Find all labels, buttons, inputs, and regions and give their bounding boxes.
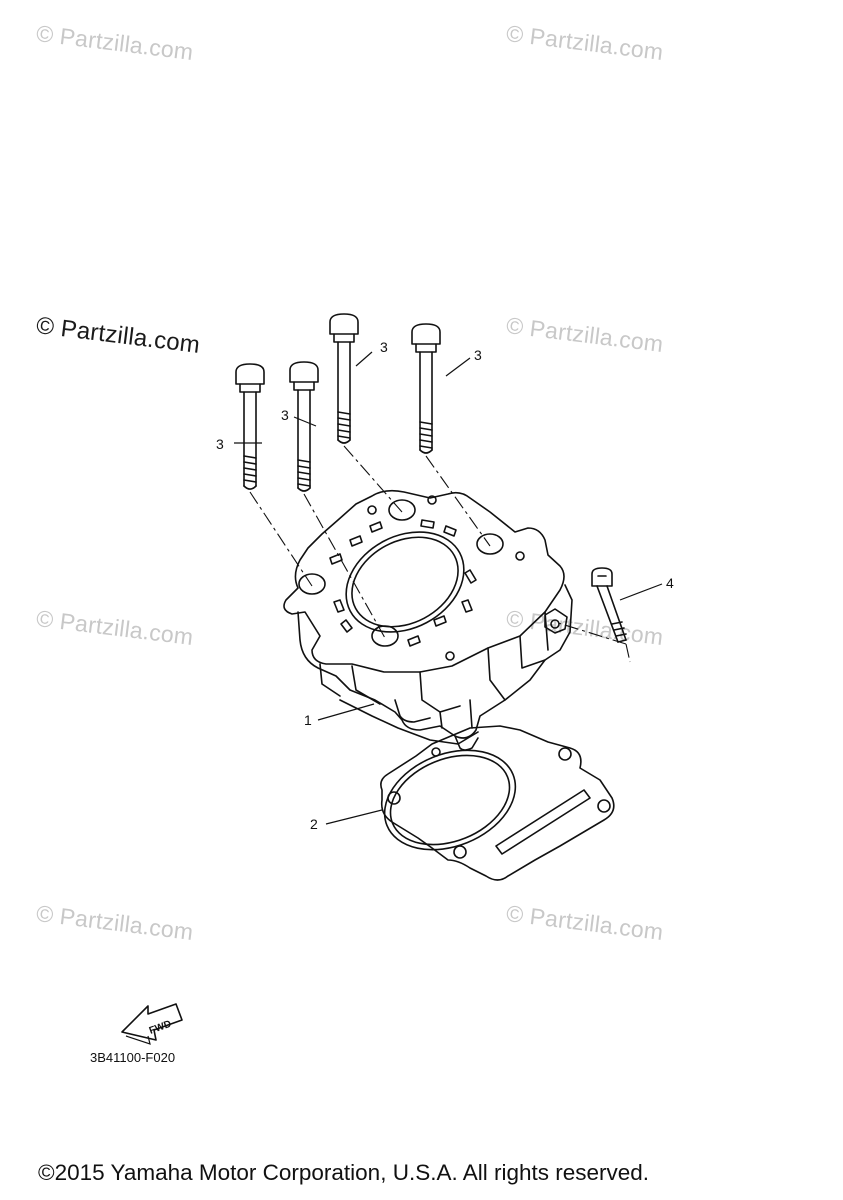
callout-3: 3	[216, 436, 224, 452]
stud-bolt-3	[329, 313, 359, 444]
copyright-text: ©2015 Yamaha Motor Corporation, U.S.A. A…	[38, 1160, 650, 1185]
bolt-part	[591, 567, 627, 643]
callout-3: 3	[474, 347, 482, 363]
callout-4: 4	[666, 575, 674, 591]
stud-bolt-1	[235, 363, 265, 490]
callout-3: 3	[281, 407, 289, 423]
stud-bolt-2	[289, 361, 319, 492]
alignment-lines	[249, 445, 631, 663]
gasket-part	[380, 725, 615, 881]
fwd-arrow-icon: FWD	[121, 1003, 183, 1045]
callout-3: 3	[380, 339, 388, 355]
leader-lines	[234, 351, 663, 825]
cylinder-part	[283, 489, 573, 751]
callout-2: 2	[310, 816, 318, 832]
stud-bolt-4	[411, 323, 441, 454]
diagram-code: 3B41100-F020	[90, 1050, 176, 1065]
callout-1: 1	[304, 712, 312, 728]
